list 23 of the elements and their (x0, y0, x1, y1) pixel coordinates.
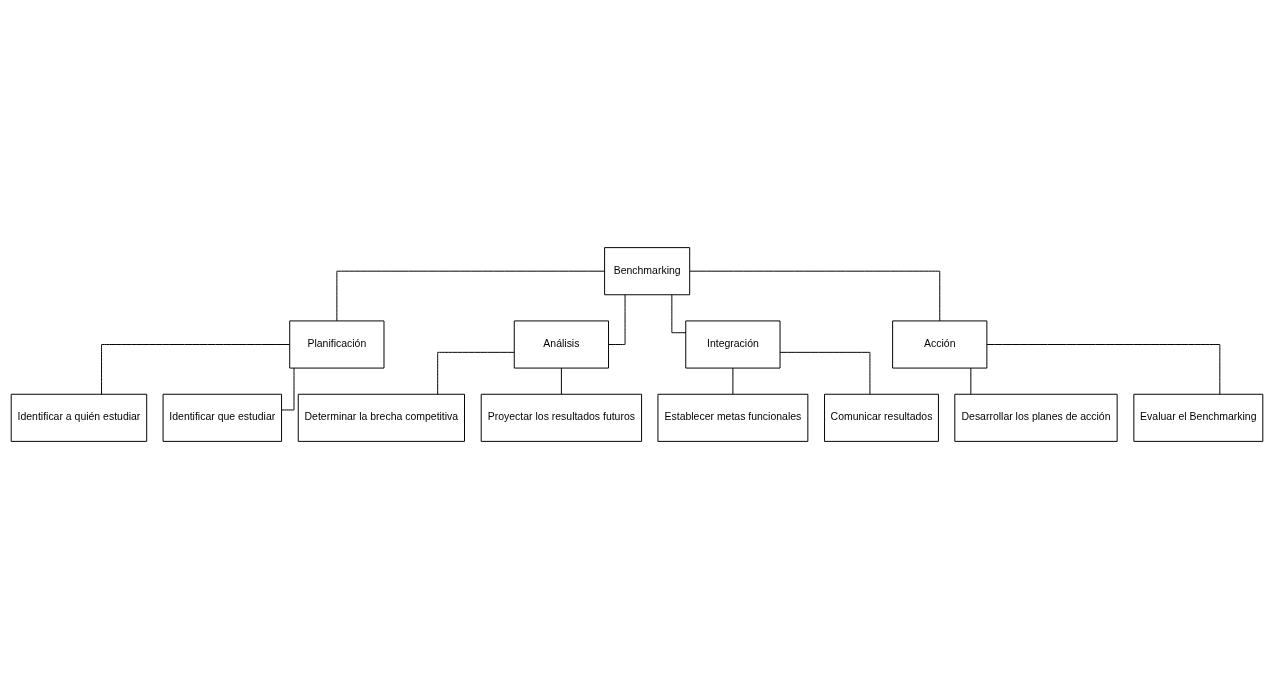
connector (689, 270, 941, 322)
node-box: Planificación (289, 320, 385, 369)
node-box: Integración (685, 320, 781, 369)
connector (281, 367, 295, 411)
connector (732, 367, 734, 395)
node-box: Evaluar el Benchmarking (1133, 393, 1264, 442)
node-box: Determinar la brecha competitiva (297, 393, 465, 442)
node-box: Identificar a quién estudiar (10, 393, 148, 442)
connector (779, 351, 871, 395)
node-box: Identificar que estudiar (162, 393, 283, 442)
connector (437, 351, 515, 395)
node-box: Benchmarking (604, 247, 691, 296)
node-box: Proyectar los resultados futuros (480, 393, 643, 442)
connector (101, 344, 290, 395)
connector (986, 344, 1221, 395)
node-box: Comunicar resultados (824, 393, 939, 442)
node-box: Acción (892, 320, 988, 369)
node-box: Establecer metas funcionales (657, 393, 809, 442)
node-box: Análisis (513, 320, 609, 369)
connector (560, 367, 562, 395)
connector (336, 270, 605, 322)
node-box: Desarrollar los planes de acción (954, 393, 1118, 442)
connector (970, 367, 972, 395)
